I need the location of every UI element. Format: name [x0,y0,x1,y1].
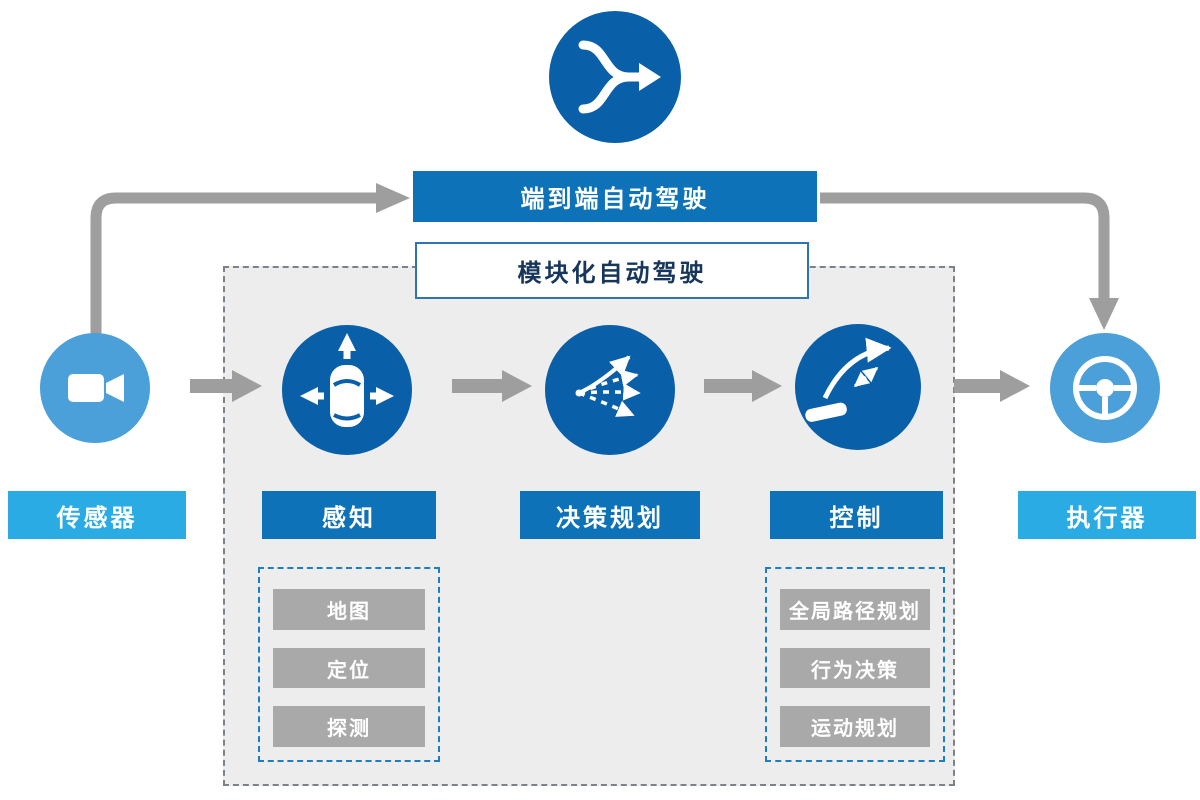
subitem-global-path-planning: 全局路径规划 [780,589,930,630]
trajectory-icon [805,337,892,422]
subitem-detection: 探测 [273,706,425,748]
sensor-node [40,333,150,443]
subitem-behavior-decision: 行为决策 [780,647,930,689]
actuator-node [1050,333,1160,443]
perception-label: 感知 [262,491,436,539]
subitem-map: 地图 [273,589,425,630]
planning-label: 决策规划 [520,491,700,539]
steering-wheel-icon [1073,356,1137,420]
control-node [795,324,921,450]
control-label: 控制 [770,491,943,539]
arrowhead-actuator-in [1089,298,1119,330]
modular-banner: 模块化自动驾驶 [415,242,809,299]
sensor-label: 传感器 [8,491,186,539]
planning-node [545,325,675,455]
subitem-motion-planning: 运动规划 [780,706,930,748]
actuator-label: 执行器 [1018,491,1196,539]
arrowhead-e2e-in [376,183,410,213]
perception-node [282,325,412,455]
e2e-hub-node [549,11,681,143]
perception-subbox: 地图 定位 探测 [258,567,440,762]
car-arrows-icon [300,333,394,427]
subitem-localization: 定位 [273,647,425,689]
end-to-end-banner: 端到端自动驾驶 [413,171,817,222]
camera-icon [68,374,124,402]
planning-subbox: 全局路径规划 行为决策 运动规划 [765,567,945,762]
branch-arrows-icon [575,355,641,417]
merge-arrow-icon [578,40,661,114]
arrowhead-actuator2-in [1000,370,1030,402]
